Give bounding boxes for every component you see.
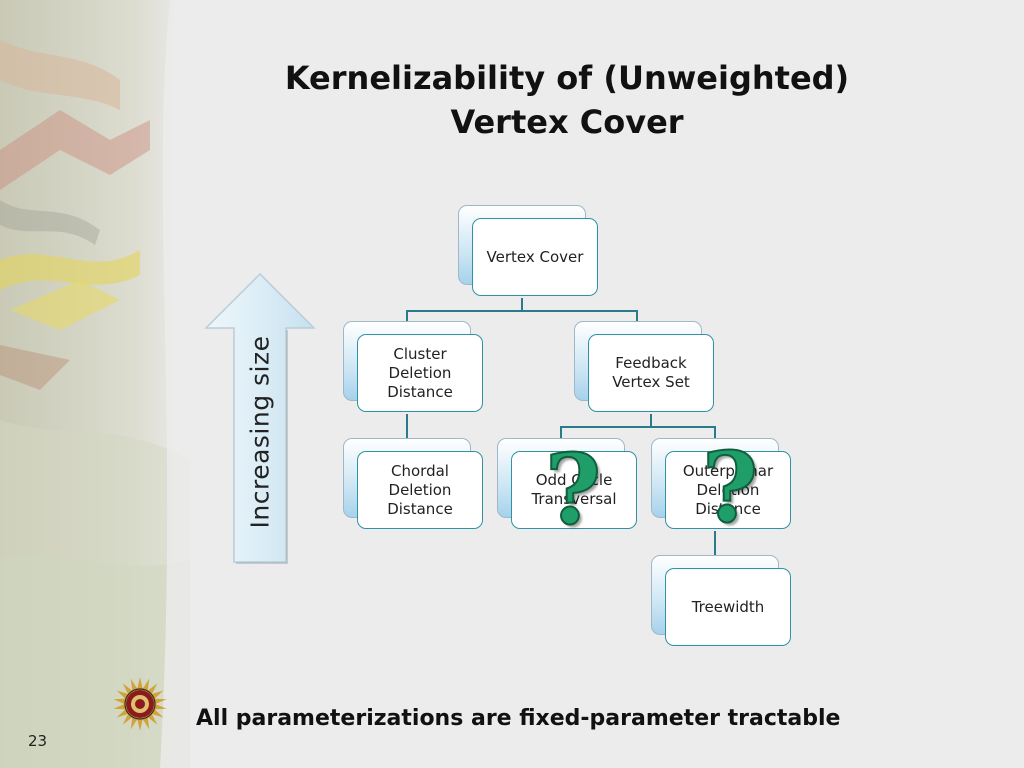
connector-outerplanar-to-treewidth (714, 531, 716, 555)
page-number: 23 (28, 732, 48, 750)
connector-root-horizontal (406, 310, 638, 312)
footer-statement: All parameterizations are fixed-paramete… (196, 706, 841, 731)
node-cluster-deletion-label: Cluster Deletion Distance (387, 344, 453, 401)
node-odd-cycle-transversal-label: Odd Cycle Transversal (531, 471, 617, 508)
connector-fvs-horizontal (560, 426, 716, 428)
up-arrow-icon (204, 272, 316, 564)
node-treewidth-label: Treewidth (691, 597, 765, 616)
question-mark-icon-outerplanar: ? (701, 431, 759, 544)
connector-fvs-down (650, 414, 652, 427)
background-decoration (0, 0, 190, 768)
connector-to-oct (560, 426, 562, 438)
connector-to-fvs (636, 310, 638, 322)
connector-root-down (521, 298, 523, 311)
node-vertex-cover-label: Vertex Cover (486, 247, 584, 266)
slide-title-line-1: Kernelizability of (Unweighted) (284, 59, 850, 97)
arrow-label: Increasing size (245, 335, 275, 529)
connector-to-outerplanar (714, 426, 716, 438)
connector-to-cluster (406, 310, 408, 322)
node-chordal-deletion-label: Chordal Deletion Distance (387, 461, 453, 518)
question-mark-icon-oct: ? (544, 433, 602, 546)
slide-title: Kernelizability of (Unweighted) Vertex C… (200, 56, 934, 144)
slide-title-line-2: Vertex Cover (450, 103, 684, 141)
node-outerplanar-deletion-label: Outerplanar Deletion Distance (682, 461, 774, 518)
university-seal-logo (113, 677, 167, 731)
node-feedback-vertex-set-label: Feedback Vertex Set (612, 354, 690, 391)
connector-cluster-to-chordal (406, 414, 408, 438)
